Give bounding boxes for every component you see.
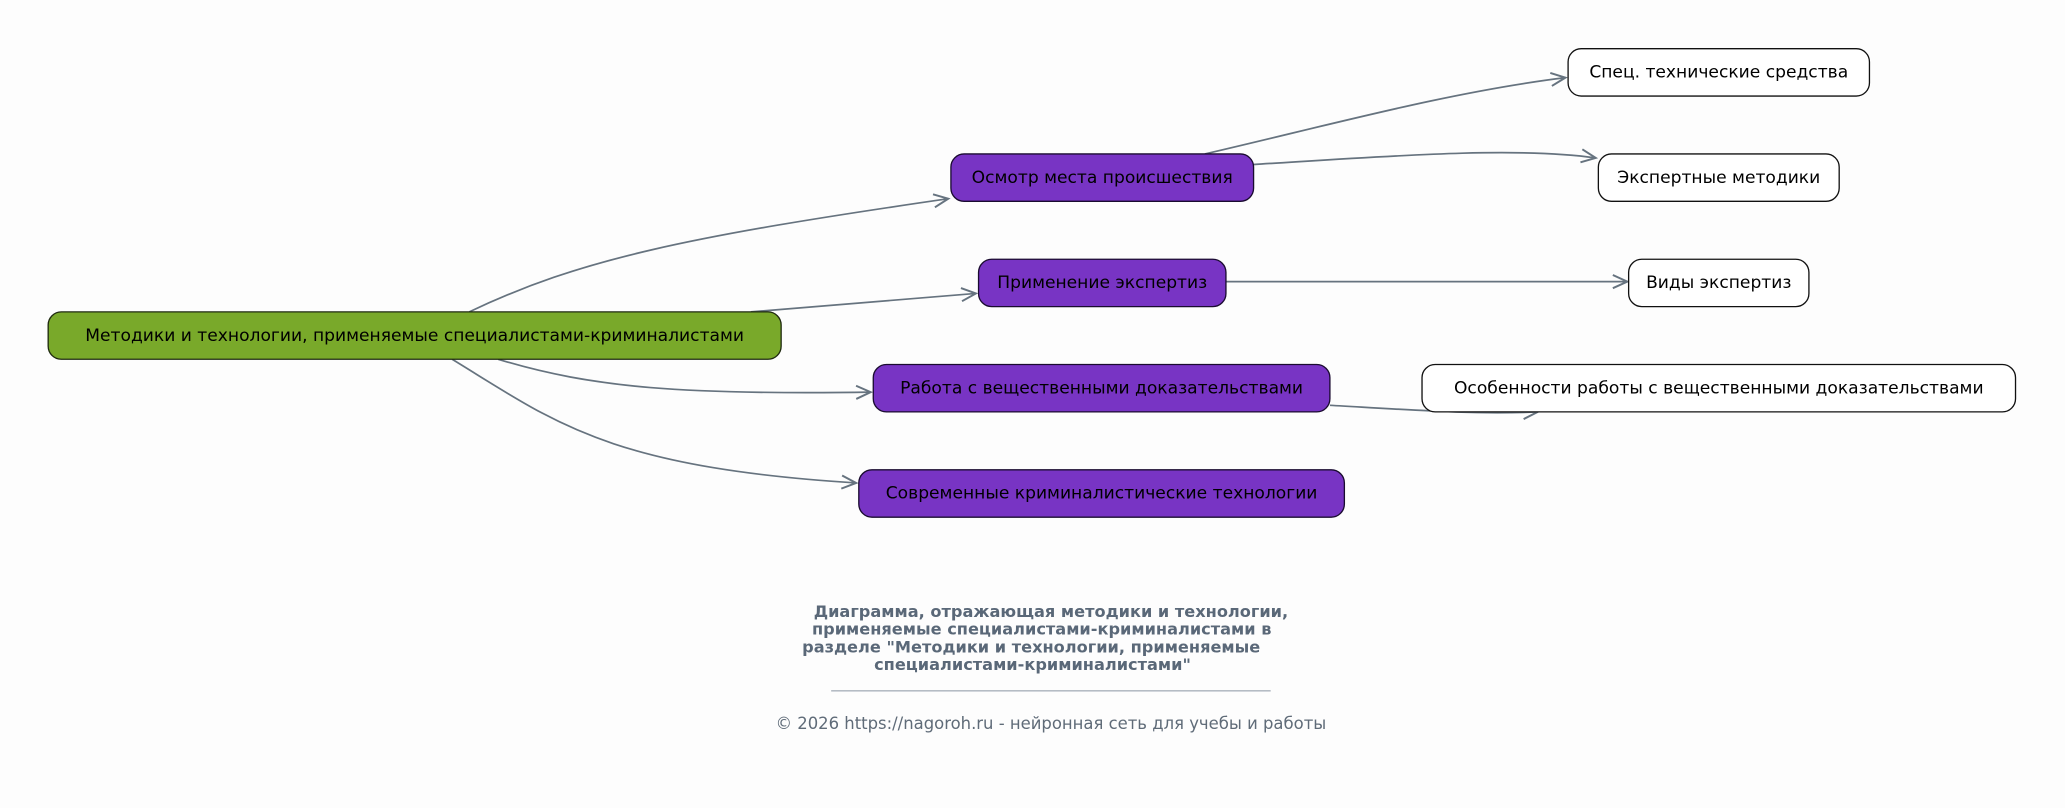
node-rabota[interactable]: Работа с вещественными доказательствами	[872, 363, 1331, 413]
node-osobennosti[interactable]: Особенности работы с вещественными доказ…	[1421, 363, 2017, 413]
node-label: Осмотр места происшествия	[972, 168, 1233, 188]
node-label: Особенности работы с вещественными доказ…	[1454, 378, 1984, 398]
footer-copyright: © 2026 https://nagoroh.ru - нейронная се…	[776, 714, 1327, 733]
node-label: Применение экспертиз	[997, 273, 1207, 293]
node-label: Современные криминалистические технологи…	[886, 484, 1318, 504]
root-node-label: Методики и технологии, применяемые специ…	[85, 326, 744, 346]
caption-line: Диаграмма, отражающая методики и техноло…	[814, 602, 1288, 621]
node-spets[interactable]: Спец. технические средства	[1567, 48, 1871, 97]
node-label: Работа с вещественными доказательствами	[900, 378, 1303, 398]
root-node[interactable]: Методики и технологии, применяемые специ…	[47, 311, 782, 360]
node-label: Экспертные методики	[1617, 168, 1820, 188]
caption: Диаграмма, отражающая методики и техноло…	[776, 602, 1327, 733]
edges	[451, 71, 1630, 490]
node-label: Виды экспертиз	[1646, 273, 1791, 293]
node-vidy[interactable]: Виды экспертиз	[1627, 258, 1810, 308]
node-osmotr[interactable]: Осмотр места происшествия	[950, 153, 1255, 202]
caption-line: специалистами-криминалистами"	[874, 655, 1191, 674]
node-sovremennye[interactable]: Современные криминалистические технологи…	[858, 469, 1346, 518]
edge-root-sovremennye	[451, 358, 859, 490]
edge-root-rabota	[497, 358, 874, 400]
node-label: Спец. технические средства	[1589, 63, 1848, 83]
caption-line: разделе "Методики и технологии, применяе…	[802, 638, 1260, 657]
edge-root-primenenie	[750, 287, 979, 313]
node-ekspertnye[interactable]: Экспертные методики	[1597, 153, 1840, 202]
caption-line: применяемые специалистами-криминалистами…	[812, 619, 1272, 638]
edge-root-osmotr	[468, 193, 951, 313]
edge-osmotr-ekspertnye	[1253, 148, 1599, 166]
edge-osmotr-spets	[1204, 71, 1568, 155]
node-primenenie[interactable]: Применение экспертиз	[977, 258, 1227, 308]
